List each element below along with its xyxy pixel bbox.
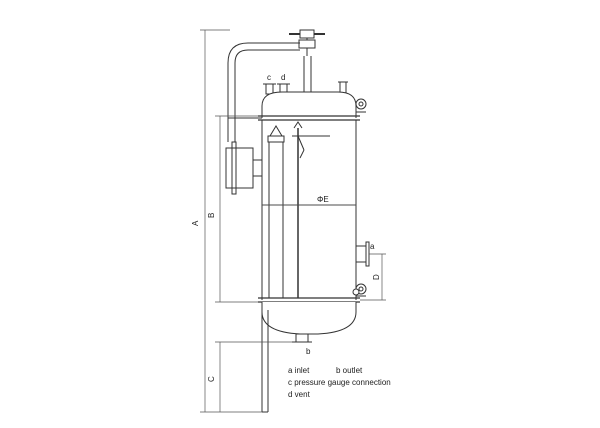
support-legs xyxy=(261,302,269,413)
top-nozzles xyxy=(263,81,348,95)
inlet-nozzle xyxy=(356,241,370,267)
dim-label-a: A xyxy=(191,220,200,226)
dimension-lines xyxy=(200,29,386,413)
legend-vent: d vent xyxy=(288,390,310,399)
legend-pressure-gauge: c pressure gauge connection xyxy=(288,378,391,387)
filter-element xyxy=(262,121,356,298)
nozzle-tag-b: b xyxy=(306,347,311,356)
nozzle-tag-a: a xyxy=(370,242,375,251)
dim-label-d: D xyxy=(372,274,381,280)
nozzle-tag-d: d xyxy=(281,73,285,82)
vessel-shell xyxy=(258,91,360,343)
bypass-pipe xyxy=(225,42,300,195)
legend-outlet: b outlet xyxy=(336,366,363,375)
valve-stem xyxy=(303,56,312,92)
dim-label-b: B xyxy=(207,213,216,218)
handwheel xyxy=(289,29,325,56)
lifting-lugs xyxy=(352,98,367,297)
dim-label-diameter: ΦE xyxy=(317,195,329,204)
dim-label-c: C xyxy=(207,376,216,382)
nozzle-tag-c: c xyxy=(267,73,271,82)
legend-inlet: a inlet xyxy=(288,366,310,375)
